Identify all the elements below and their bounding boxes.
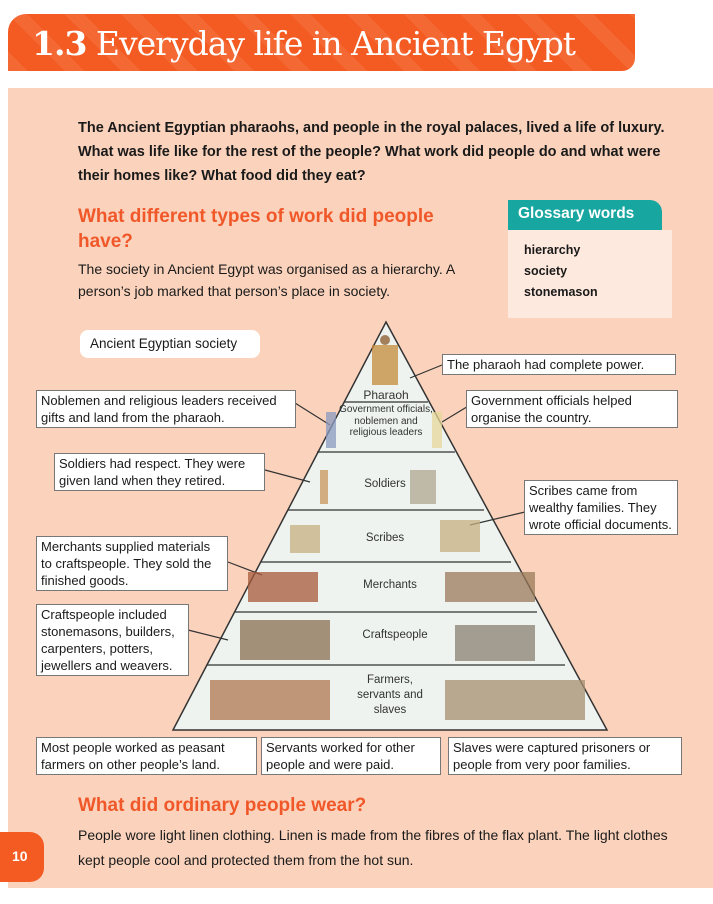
callout-farmers: Most people worked as peasant farmers on… (36, 737, 257, 775)
callout-noblemen: Noblemen and religious leaders received … (36, 390, 296, 428)
callout-soldiers: Soldiers had respect. They were given la… (54, 453, 265, 491)
section-heading-work: What different types of work did people … (78, 206, 434, 252)
glossary-word[interactable]: stonemason (524, 285, 598, 299)
diagram-title: Ancient Egyptian society (80, 330, 260, 358)
glossary-list: hierarchy society stonemason (508, 230, 672, 318)
callout-officials: Government officials helped organise the… (466, 390, 678, 428)
tier-label-soldiers: Soldiers (364, 478, 406, 490)
glossary-word[interactable]: society (524, 264, 568, 278)
tier-label-officials: Government officials, noblemen and relig… (339, 404, 433, 438)
page-title: 1.3 Everyday life in Ancient Egypt (32, 24, 576, 63)
glossary-word[interactable]: hierarchy (524, 243, 581, 257)
section-heading-clothing: What did ordinary people wear? (78, 795, 367, 816)
page-number: 10 (0, 832, 44, 882)
callout-pharaoh: The pharaoh had complete power. (442, 354, 676, 375)
section-body-clothing: People wore light linen clothing. Linen … (78, 827, 668, 868)
title-banner: 1.3 Everyday life in Ancient Egypt (8, 14, 640, 76)
callout-craftspeople: Craftspeople included stonemasons, build… (36, 604, 189, 676)
tier-label-merchants: Merchants (363, 579, 417, 591)
callout-servants: Servants worked for other people and wer… (261, 737, 441, 775)
tier-label-farmers: Farmers, servants and slaves (357, 674, 423, 716)
callout-merchants: Merchants supplied materials to craftspe… (36, 536, 228, 591)
glossary-heading: Glossary words (508, 200, 662, 230)
figure-illustrations (210, 335, 585, 720)
intro-text: The Ancient Egyptian pharaohs, and peopl… (78, 120, 665, 184)
section-body-work: The society in Ancient Egypt was organis… (78, 261, 455, 299)
tier-label-scribes: Scribes (365, 532, 405, 544)
callout-scribes: Scribes came from wealthy families. They… (524, 480, 678, 535)
tier-label-craftspeople: Craftspeople (362, 629, 428, 641)
callout-slaves: Slaves were captured prisoners or people… (448, 737, 682, 775)
tier-dividers (207, 401, 565, 666)
tier-label-pharaoh: Pharaoh (363, 388, 409, 402)
